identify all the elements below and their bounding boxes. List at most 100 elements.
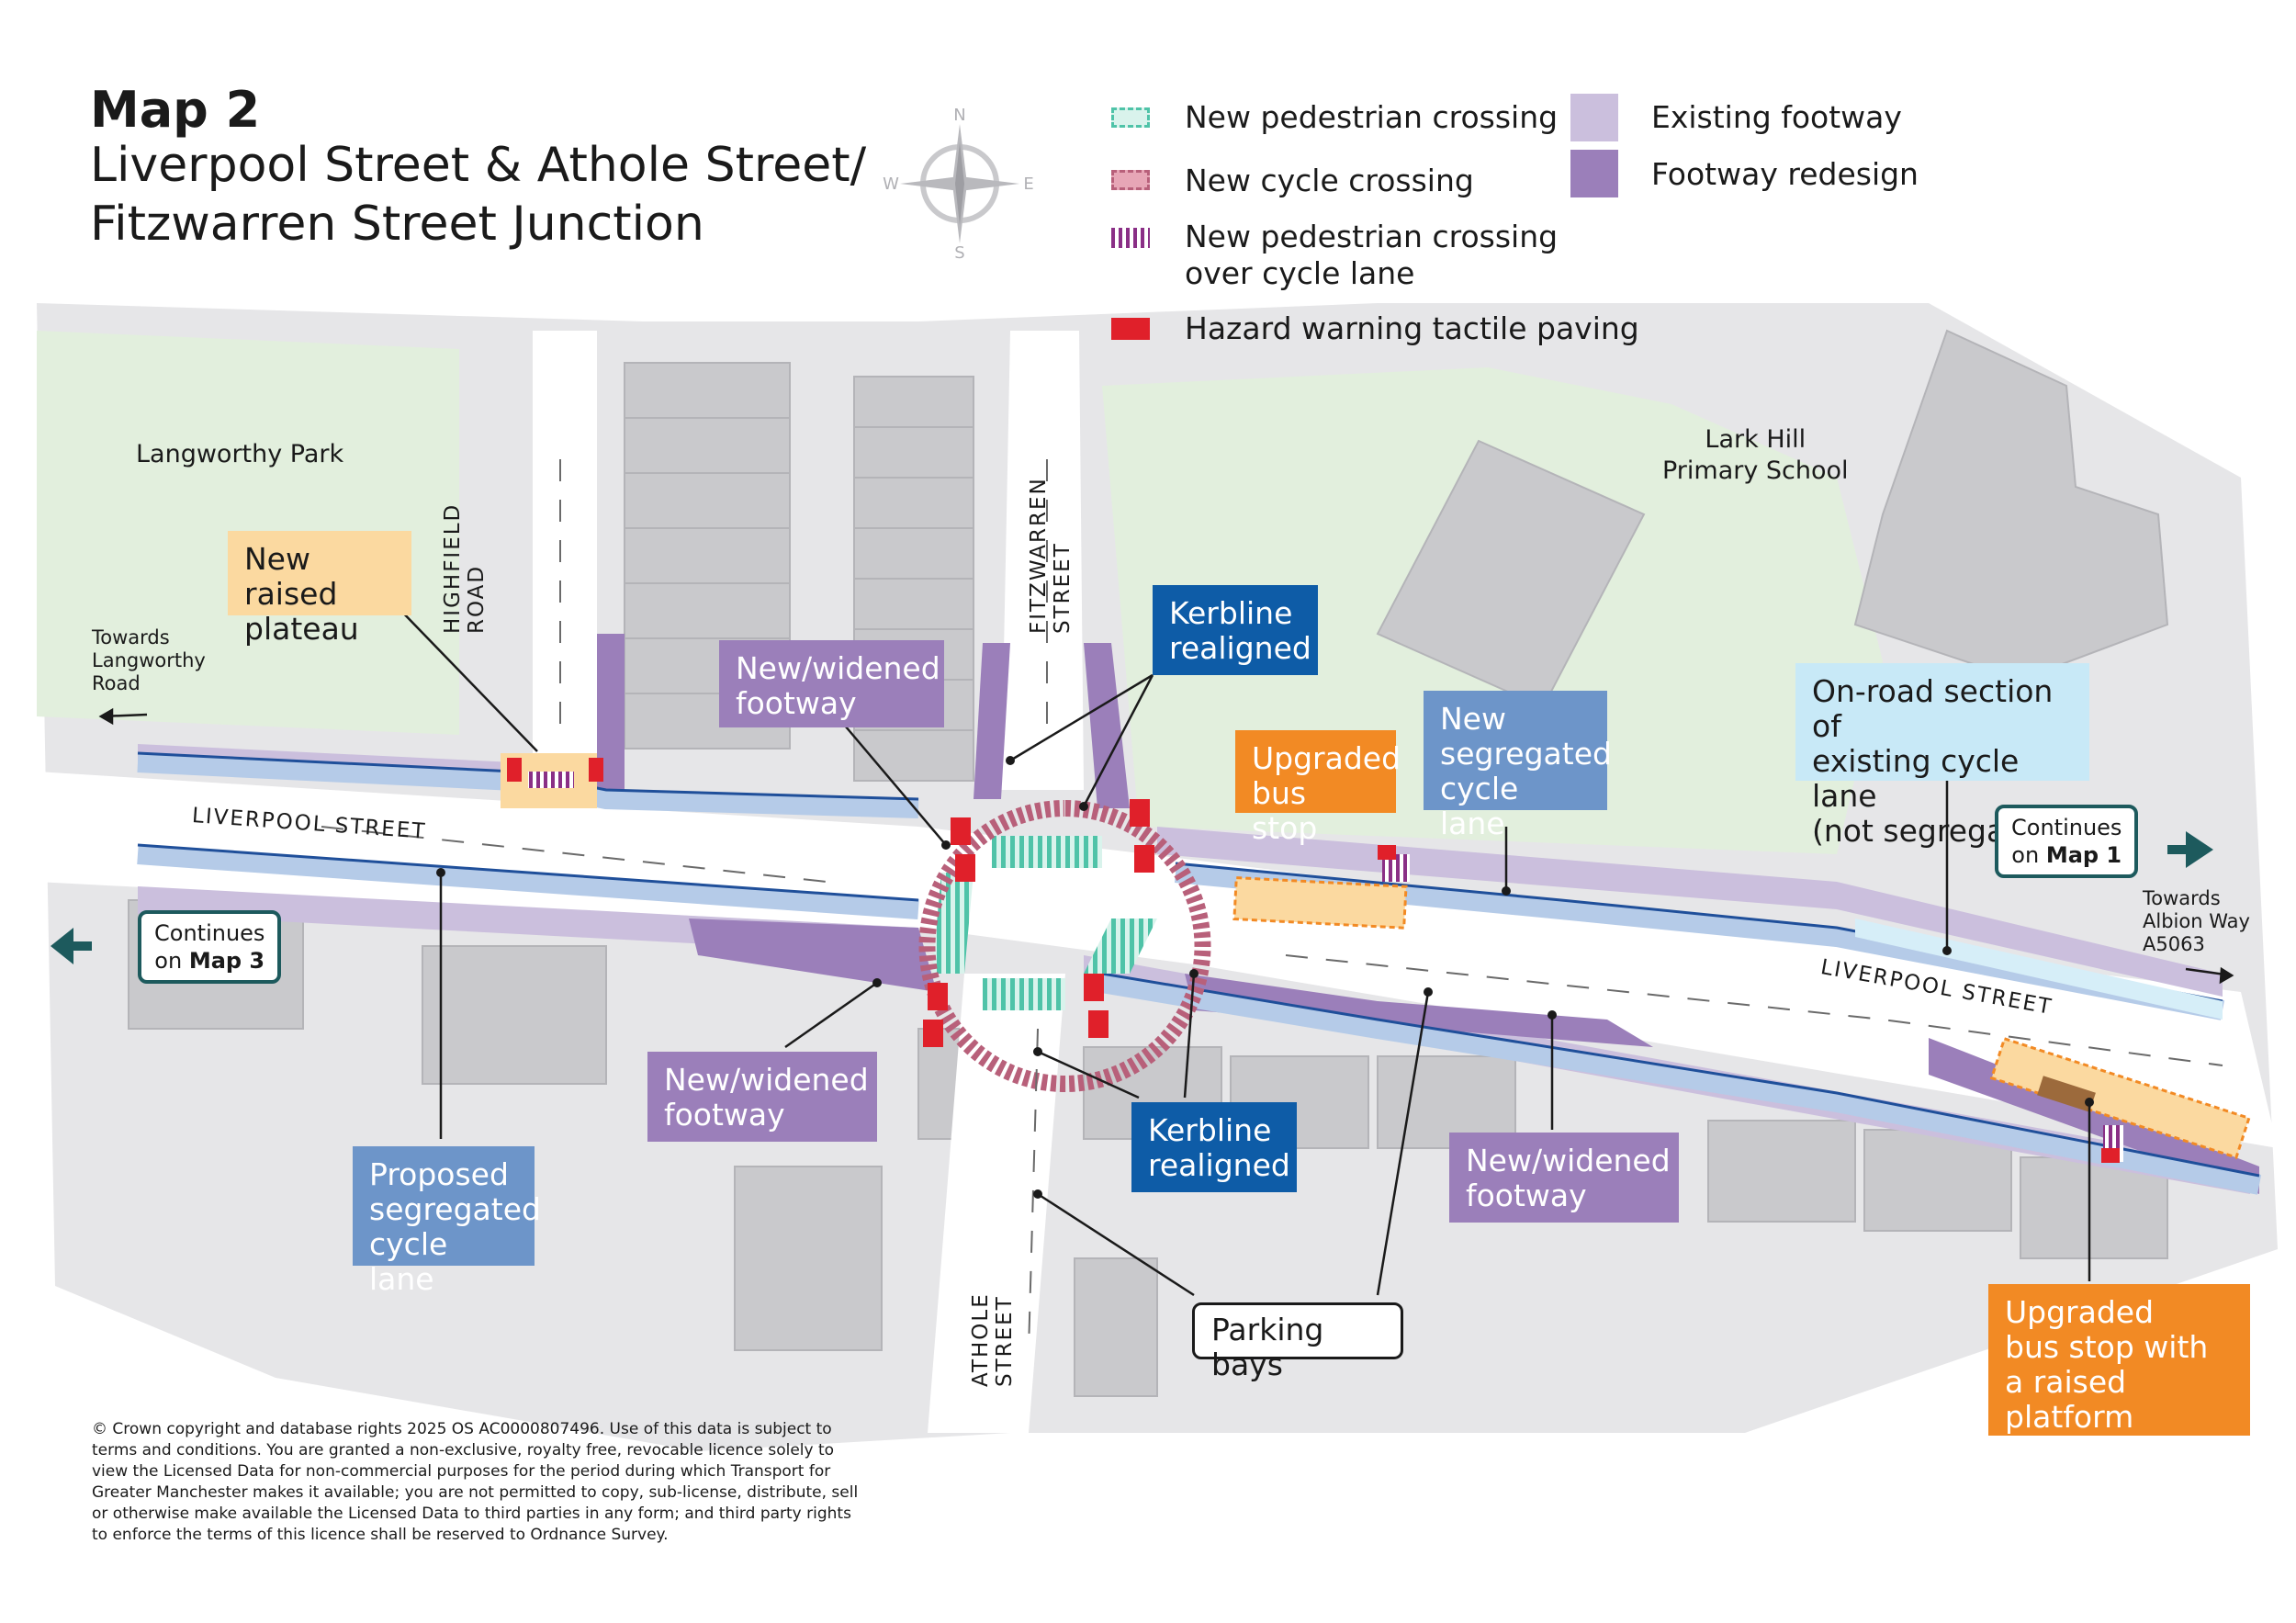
legend-ped-over-cycle-line2: over cycle lane xyxy=(1185,255,1415,291)
map-subtitle: Liverpool Street & Athole Street/ Fitzwa… xyxy=(90,136,866,254)
callout-nw-top-line1: New/widened xyxy=(736,650,940,686)
towards-albion-line2: Albion Way xyxy=(2143,910,2250,932)
continues-map3-bold: Map 3 xyxy=(188,948,265,974)
callout-new-widened-footway-bl: New/widened footway xyxy=(647,1052,877,1142)
bus-platform-area xyxy=(1989,1036,2251,1160)
callout-onroad-cycle-lane: On-road section of existing cycle lane (… xyxy=(1795,663,2089,849)
continues-map1-bold: Map 1 xyxy=(2045,842,2122,868)
callout-bus-platform-line2: bus stop with xyxy=(2005,1329,2209,1365)
towards-langworthy-line3: Road xyxy=(92,672,141,694)
arrows xyxy=(51,831,2213,964)
towards-albion-line3: A5063 xyxy=(2143,933,2205,955)
callout-raised-plateau: New raised plateau xyxy=(228,531,411,647)
legend-ped-over-cycle-line1: New pedestrian crossing xyxy=(1185,219,1559,254)
callout-kerbline-bot-line2: realigned xyxy=(1148,1147,1290,1183)
compass-s: S xyxy=(954,243,964,262)
compass-n: N xyxy=(953,106,965,125)
continues-map1-line2: on Map 1 xyxy=(2011,841,2122,869)
callout-bus-platform-line3: a raised platform xyxy=(2005,1364,2134,1435)
label-lark-hill-line1: Lark Hill xyxy=(1705,425,1806,454)
callout-proposed-segregated-cycle-lane: Proposed segregated cycle lane xyxy=(353,1146,541,1297)
callout-nw-bl-line2: footway xyxy=(664,1097,785,1133)
ped-crossing-e xyxy=(1084,919,1157,974)
ped-crossing-n xyxy=(992,836,1102,868)
street-highfield-road: HIGHFIELD ROAD xyxy=(441,502,489,634)
legend-ped-crossing: New pedestrian crossing xyxy=(1185,99,1559,135)
callout-kerbline-bottom: Kerbline realigned xyxy=(1131,1102,1297,1192)
legend-swatch-ped-crossing xyxy=(1111,107,1150,128)
legend-ped-over-cycle: New pedestrian crossing over cycle lane xyxy=(1185,219,1558,292)
callout-proposed-line3: cycle lane xyxy=(369,1226,448,1297)
callout-proposed-line2: segregated xyxy=(369,1191,541,1227)
callout-onroad-line2: existing cycle lane xyxy=(1812,743,2020,814)
callout-bus-platform-line4: and shelter xyxy=(2005,1434,2177,1470)
label-lark-hill-school: Lark Hill Primary School xyxy=(1662,424,1849,487)
legend-swatch-ped-over-cycle xyxy=(1111,228,1150,248)
legend-existing-footway: Existing footway xyxy=(1651,99,1902,135)
callout-kerbline-top-line2: realigned xyxy=(1169,630,1311,666)
callout-new-segregated-cycle-lane: New segregated cycle lane xyxy=(1424,691,1612,841)
ped-over-cycle-1 xyxy=(528,772,574,788)
callout-kerbline-bot-line1: Kerbline xyxy=(1148,1112,1272,1148)
callout-new-seg-line1: New xyxy=(1440,701,1506,737)
subtitle-line-1: Liverpool Street & Athole Street/ xyxy=(90,138,867,193)
leader-dots xyxy=(436,756,2094,1199)
legend-swatch-hazard xyxy=(1111,318,1150,340)
callout-nw-br-line2: footway xyxy=(1466,1178,1587,1213)
callout-kerbline-top-line1: Kerbline xyxy=(1169,595,1293,631)
label-langworthy-park: Langworthy Park xyxy=(136,440,344,468)
callout-nw-br-line1: New/widened xyxy=(1466,1143,1671,1178)
ped-crossing-s xyxy=(983,978,1065,1010)
callout-bus-stop-line1: Upgraded xyxy=(1252,740,1401,776)
callout-upgraded-bus-stop: Upgraded bus stop xyxy=(1235,730,1401,846)
towards-langworthy-line2: Langworthy xyxy=(92,649,206,671)
callout-nw-top-line2: footway xyxy=(736,685,857,721)
label-towards-langworthy: Towards Langworthy Road xyxy=(92,626,206,695)
continues-map3-link[interactable]: Continues on Map 3 xyxy=(138,910,282,984)
continues-map3-line1: Continues xyxy=(154,920,265,946)
callout-new-seg-line3: cycle lane xyxy=(1440,771,1519,841)
compass-e: E xyxy=(1023,175,1033,194)
copyright-notice: © Crown copyright and database rights 20… xyxy=(92,1420,859,1544)
callout-bus-stop-line2: bus stop xyxy=(1252,775,1318,846)
label-towards-albion: Towards Albion Way A5063 xyxy=(2143,887,2250,956)
compass-w: W xyxy=(883,175,899,194)
continues-map1-line1: Continues xyxy=(2011,815,2122,840)
continues-map1-on: on xyxy=(2011,842,2046,868)
legend-swatch-existing-footway xyxy=(1570,94,1618,141)
callout-parking-bays: Parking bays xyxy=(1192,1302,1403,1382)
continues-map3-on: on xyxy=(154,948,189,974)
roads xyxy=(37,331,2278,1433)
continues-map1-link[interactable]: Continues on Map 1 xyxy=(1995,805,2139,878)
map-title: Map 2 xyxy=(90,81,261,139)
buildings xyxy=(128,329,2169,1397)
label-lark-hill-line2: Primary School xyxy=(1662,456,1849,485)
cycle-crossing-ring xyxy=(918,800,1211,1092)
callout-raised-plateau-line2: plateau xyxy=(244,611,359,647)
callout-new-seg-line2: segregated xyxy=(1440,736,1612,772)
callout-nw-bl-line1: New/widened xyxy=(664,1062,869,1098)
callout-bus-platform-line1: Upgraded xyxy=(2005,1294,2155,1330)
continues-map3-line2: on Map 3 xyxy=(154,947,264,975)
legend-swatch-cycle-crossing xyxy=(1111,170,1150,190)
hazard-paving xyxy=(507,758,2120,1163)
bus-shelter xyxy=(2037,1076,2096,1112)
street-fitzwarren: FITZWARREN STREET xyxy=(1027,477,1075,634)
centre-lines xyxy=(321,459,2223,1351)
legend-cycle-crossing: New cycle crossing xyxy=(1185,163,1474,198)
callout-kerbline-top: Kerbline realigned xyxy=(1153,585,1318,675)
legend-footway-redesign: Footway redesign xyxy=(1651,156,1919,192)
callout-proposed-line1: Proposed xyxy=(369,1156,509,1192)
small-arrows xyxy=(98,707,2234,985)
callout-raised-plateau-line1: New raised xyxy=(244,541,338,612)
callout-onroad-line1: On-road section of xyxy=(1812,673,2054,744)
legend-swatch-footway-redesign xyxy=(1570,150,1618,197)
subtitle-line-2: Fitzwarren Street Junction xyxy=(90,197,704,252)
towards-langworthy-line1: Towards xyxy=(92,626,170,648)
bus-stop-area xyxy=(1232,876,1408,930)
callout-upgraded-bus-stop-platform: Upgraded bus stop with a raised platform… xyxy=(1988,1284,2250,1470)
legend-hazard: Hazard warning tactile paving xyxy=(1185,310,1639,346)
compass-rose-icon: N S E W xyxy=(883,106,1034,262)
towards-albion-line1: Towards xyxy=(2143,887,2221,909)
